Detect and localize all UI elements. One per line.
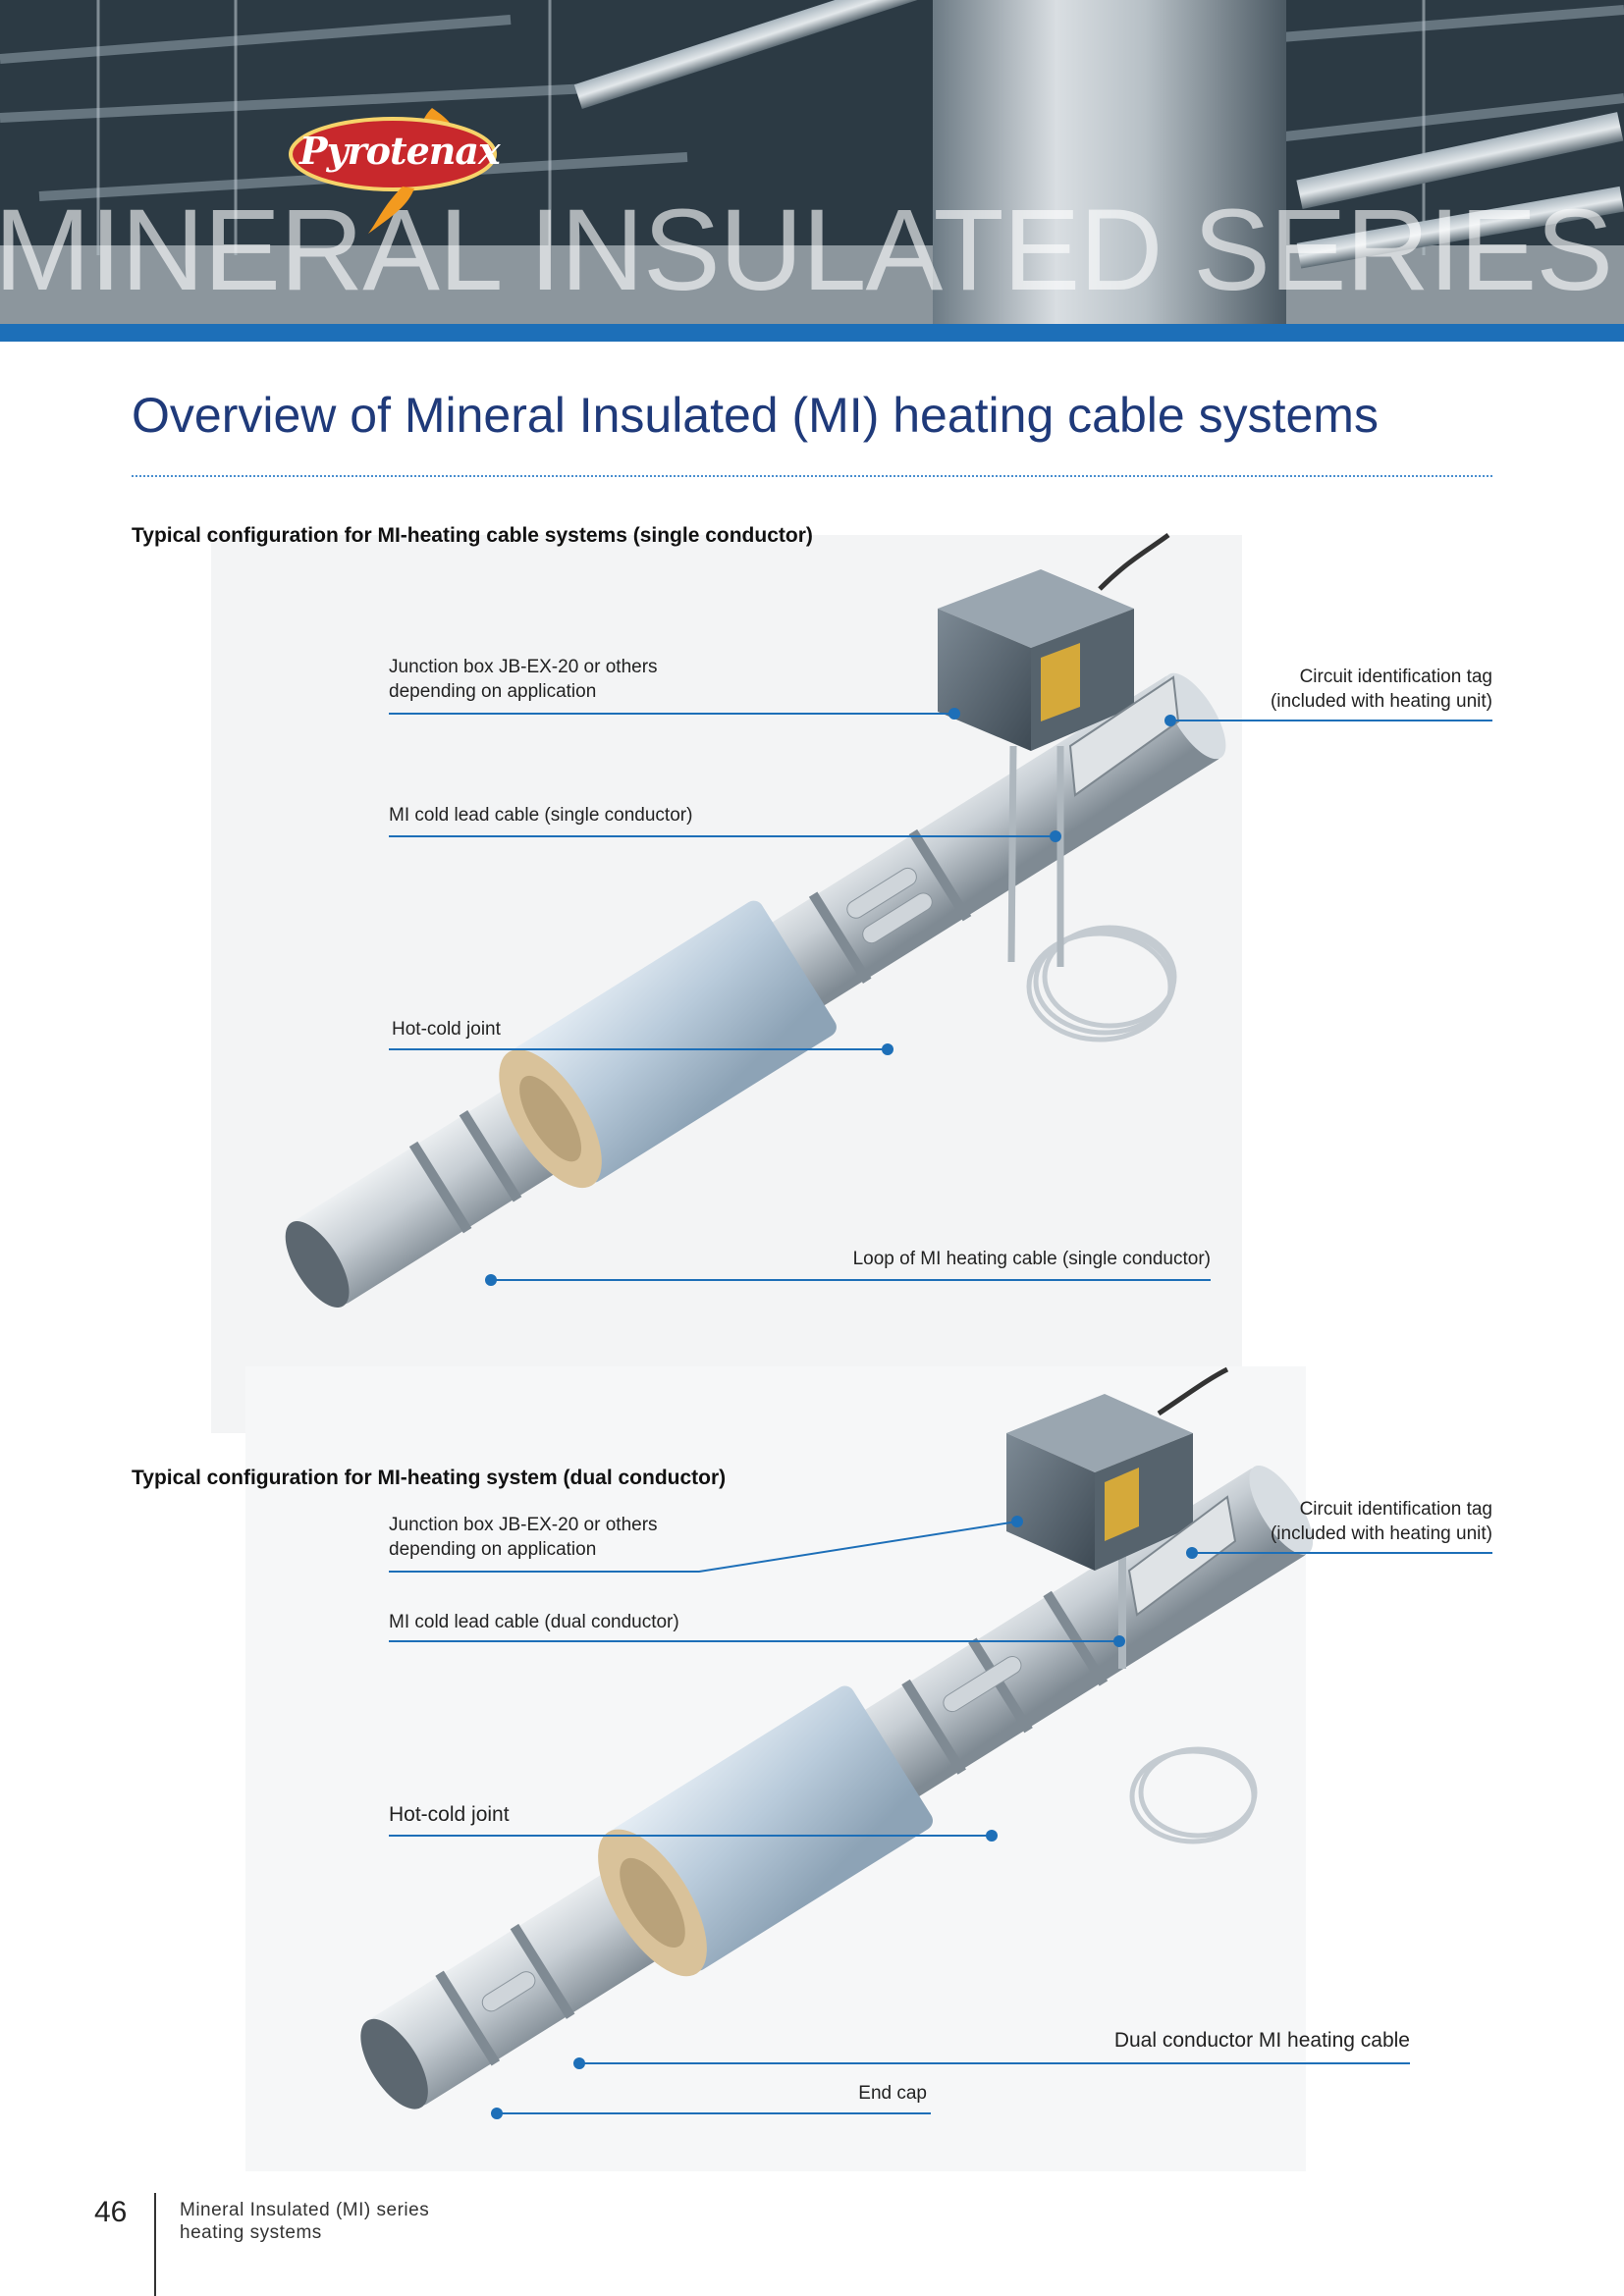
circuit-tag-2 bbox=[1127, 1495, 1237, 1617]
label-end-cap: End cap bbox=[858, 2083, 927, 2104]
label-circuit-tag-1: Circuit identification tag (included wit… bbox=[1159, 665, 1492, 714]
label-line: Circuit identification tag bbox=[1299, 1499, 1492, 1520]
header-banner: MINERAL INSULATED SERIES HEA bbox=[0, 0, 1624, 324]
leader-dots-1 bbox=[485, 708, 1176, 1286]
brand-wordmark: Pyrotenax bbox=[299, 129, 501, 173]
label-cold-lead-1: MI cold lead cable (single conductor) bbox=[389, 805, 693, 826]
label-line: Junction box JB-EX-20 or others bbox=[389, 1515, 658, 1535]
cold-lead-1 bbox=[1007, 745, 1064, 967]
cable-coil-2 bbox=[1129, 1746, 1258, 1844]
pyrotenax-logo bbox=[289, 108, 497, 234]
banner-title: MINERAL INSULATED SERIES HEA bbox=[0, 186, 1624, 315]
label-dual-cable: Dual conductor MI heating cable bbox=[1113, 2029, 1410, 2052]
page-number: 46 bbox=[94, 2196, 128, 2228]
label-circuit-tag-2: Circuit identification tag (included wit… bbox=[1159, 1497, 1492, 1546]
footer-caption: Mineral Insulated (MI) series heating sy… bbox=[180, 2199, 429, 2244]
leader-dots-2 bbox=[491, 1516, 1198, 2119]
leader-lines-2 bbox=[389, 1521, 1492, 2114]
label-junction-box-2: Junction box JB-EX-20 or others dependin… bbox=[389, 1513, 658, 1562]
label-heating-loop: Loop of MI heating cable (single conduct… bbox=[852, 1249, 1211, 1269]
label-junction-box-1: Junction box JB-EX-20 or others dependin… bbox=[389, 655, 658, 704]
junction-box-2 bbox=[1006, 1366, 1229, 1571]
industrial-photo bbox=[0, 0, 1624, 324]
footer-line: heating systems bbox=[180, 2222, 322, 2243]
cable-coil-1 bbox=[1026, 925, 1177, 1042]
footer-line: Mineral Insulated (MI) series bbox=[180, 2200, 430, 2220]
label-line: depending on application bbox=[389, 681, 597, 702]
label-hot-cold-joint-2: Hot-cold joint bbox=[389, 1803, 510, 1826]
pipe-single bbox=[285, 672, 1226, 1308]
page-title: Overview of Mineral Insulated (MI) heati… bbox=[132, 388, 1379, 443]
label-line: (included with heating unit) bbox=[1270, 1523, 1492, 1544]
label-line: Junction box JB-EX-20 or others bbox=[389, 657, 658, 677]
pipe-dual bbox=[360, 1465, 1314, 2109]
label-line: (included with heating unit) bbox=[1270, 691, 1492, 712]
dotted-divider bbox=[132, 475, 1492, 477]
label-cold-lead-2: MI cold lead cable (dual conductor) bbox=[389, 1612, 679, 1632]
section1-heading: Typical configuration for MI-heating cab… bbox=[132, 524, 813, 547]
label-hot-cold-joint-1: Hot-cold joint bbox=[392, 1019, 501, 1040]
leader-lines-1 bbox=[389, 713, 1492, 1281]
label-line: Circuit identification tag bbox=[1299, 667, 1492, 687]
accent-bar bbox=[0, 324, 1624, 342]
junction-box-1 bbox=[938, 532, 1170, 751]
label-line: depending on application bbox=[389, 1539, 597, 1560]
section2-heading: Typical configuration for MI-heating sys… bbox=[132, 1467, 727, 1489]
footer-divider bbox=[154, 2193, 156, 2296]
